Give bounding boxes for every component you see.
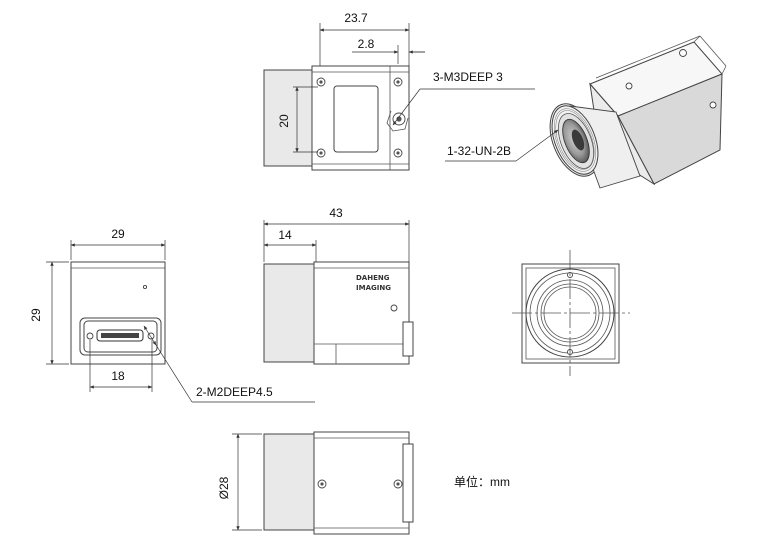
bottom-view-lens-barrel <box>263 433 317 531</box>
side-view-body <box>313 261 410 365</box>
daheng-logo: DAHENG IMAGING <box>356 274 391 292</box>
top-view-label-recess <box>333 85 379 153</box>
top-view-lens-barrel <box>263 69 315 167</box>
top-view: 23.7 2.8 20 3-M3DEEP 3 <box>263 11 535 171</box>
callout-top-screws: 3-M3DEEP 3 <box>433 70 503 84</box>
svg-text:IMAGING: IMAGING <box>356 284 391 292</box>
perspective-view: 1-32-UN-2B <box>445 35 727 189</box>
tripod-boss <box>386 110 409 132</box>
screw-hole <box>316 77 406 158</box>
svg-text:DAHENG: DAHENG <box>356 274 390 282</box>
dim-front-width: 29 <box>111 227 125 241</box>
side-view: DAHENG IMAGING 43 14 <box>263 206 414 365</box>
units-note: 单位：mm <box>454 474 510 489</box>
dim-side-lens: 14 <box>278 228 292 242</box>
dim-top-offset: 2.8 <box>358 37 375 51</box>
dim-top-width: 23.7 <box>344 11 368 25</box>
dim-front-height: 29 <box>29 308 43 322</box>
side-view-lens-barrel <box>263 263 317 363</box>
callout-front-screws: 2-M2DEEP4.5 <box>196 385 273 399</box>
callout-mount-thread: 1-32-UN-2B <box>447 144 511 158</box>
bottom-view: Ø28 <box>217 431 414 535</box>
dim-top-height: 20 <box>277 114 291 128</box>
dim-front-connector: 18 <box>111 369 125 383</box>
dim-bottom-diameter: Ø28 <box>217 476 231 499</box>
bottom-view-body <box>313 431 410 535</box>
dim-side-length: 43 <box>329 206 343 220</box>
lens-front-view <box>512 250 630 376</box>
front-view: 29 29 18 2-M2DEEP4.5 <box>29 227 315 403</box>
